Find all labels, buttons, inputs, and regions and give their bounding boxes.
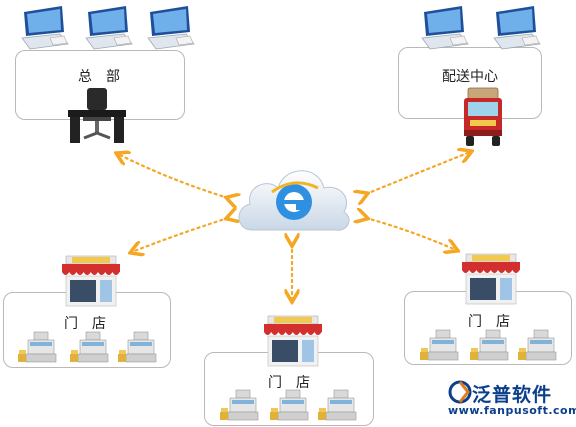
cash-register-icon [420,329,459,361]
computer-icon [493,6,541,50]
store-icon [264,315,322,367]
brand-logo-icon [448,380,472,404]
arrow-hub-distribution [366,152,470,194]
cash-register-icon [518,329,557,361]
cash-register-icon [270,389,309,421]
arrow-hub-store-right [366,218,456,250]
office-desk-icon [68,88,126,143]
store-icon [62,255,120,307]
distribution-center-label: 配送中心 [442,69,498,85]
store-left-label: 门 店 [64,316,106,332]
cash-register-icon [220,389,259,421]
computer-icon [147,6,195,50]
arrow-hub-headquarters [118,154,228,198]
computer-icon [421,6,469,50]
brand-url: www.fanpusoft.com [448,404,576,417]
cash-register-icon [318,389,357,421]
cash-register-icon [18,331,57,363]
arrow-hub-store-left [132,218,228,252]
delivery-truck-icon [464,87,502,146]
store-right-label: 门 店 [468,314,510,330]
computer-icon [85,6,133,50]
headquarters-label: 总 部 [78,69,120,85]
computer-icon [21,6,69,50]
cash-register-icon [70,331,109,363]
internet-cloud-icon [238,170,350,231]
brand-name: 泛普软件 [472,384,553,406]
store-icon [462,253,520,305]
store-center-label: 门 店 [268,375,310,391]
cash-register-icon [470,329,509,361]
brand-watermark: 泛普软件 www.fanpusoft.com [448,380,576,424]
cash-register-icon [118,331,157,363]
